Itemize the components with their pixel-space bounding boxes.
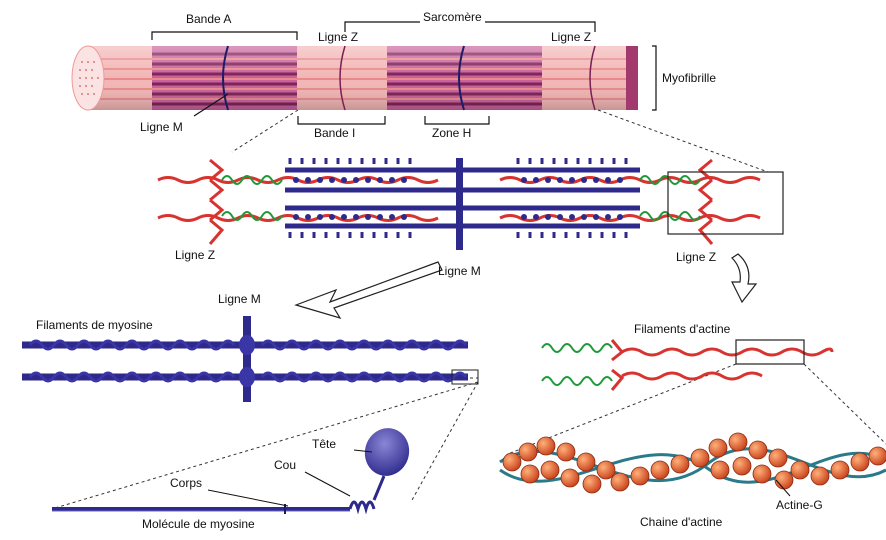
actin-g-beads xyxy=(503,433,886,493)
m-line-bar xyxy=(456,158,463,250)
actin-filaments-detail xyxy=(542,340,832,390)
label-cou: Cou xyxy=(274,458,296,472)
label-sarcomere: Sarcomère xyxy=(420,10,485,24)
z-disc-left xyxy=(210,160,222,244)
myofibril-cut-end xyxy=(626,46,638,110)
myofibril xyxy=(72,46,638,110)
label-ligne-m-mid: Ligne M xyxy=(438,264,481,278)
label-ligne-m-top: Ligne M xyxy=(140,120,183,134)
zoom-box-actin-lower xyxy=(736,340,804,364)
label-ligne-z-mid-left: Ligne Z xyxy=(175,248,215,262)
label-filaments-actine: Filaments d'actine xyxy=(634,322,730,336)
label-tete: Tête xyxy=(312,437,336,451)
z-disc-right xyxy=(700,160,712,244)
label-chaine-actine: Chaine d'actine xyxy=(640,515,722,529)
label-ligne-z-top-left: Ligne Z xyxy=(318,30,358,44)
label-actine-g: Actine-G xyxy=(776,498,823,512)
label-corps: Corps xyxy=(170,476,202,490)
myosin-neck xyxy=(350,502,374,509)
label-ligne-z-mid-right: Ligne Z xyxy=(676,250,716,264)
label-ligne-m-lower: Ligne M xyxy=(218,292,261,306)
m-line-lower xyxy=(243,316,251,402)
label-bande-a: Bande A xyxy=(186,12,231,26)
arrow-to-myosin xyxy=(296,262,442,318)
label-molecule-myosine: Molécule de myosine xyxy=(142,517,255,531)
myosin-molecule xyxy=(52,423,414,514)
arrow-to-actin xyxy=(732,254,756,302)
actin-chain xyxy=(500,433,886,496)
label-bande-i: Bande I xyxy=(314,126,355,140)
label-ligne-z-top-right: Ligne Z xyxy=(551,30,591,44)
sarcomere-detail xyxy=(158,158,783,250)
myofibril-end xyxy=(72,46,104,110)
label-filaments-myosine: Filaments de myosine xyxy=(36,318,153,332)
label-myofibrille: Myofibrille xyxy=(662,71,716,85)
label-zone-h: Zone H xyxy=(432,126,471,140)
